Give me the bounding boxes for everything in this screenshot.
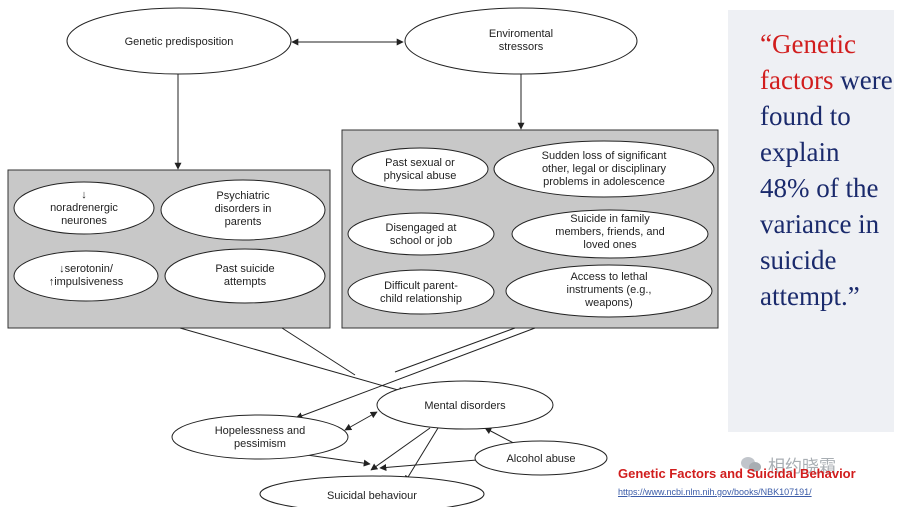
node-environmental-stressors bbox=[404, 7, 638, 75]
node-label-line: Suicidal behaviour bbox=[327, 490, 417, 502]
line-bio-to-mental bbox=[281, 327, 356, 376]
node-label-line: other, legal or disciplinary bbox=[542, 163, 667, 175]
node-label-line: members, friends, and bbox=[555, 226, 664, 238]
arrow-hopeless-suicidal bbox=[299, 453, 371, 467]
node-label-line: Hopelessness and bbox=[215, 425, 306, 437]
node-serotonin-impulsiveness bbox=[13, 250, 159, 302]
node-sudden-loss bbox=[493, 140, 715, 198]
line-env-to-hopeless bbox=[394, 327, 516, 373]
label-parent-child: Difficult parent-child relationship bbox=[380, 280, 462, 305]
arrow-mental-suicidal-1 bbox=[370, 427, 431, 471]
node-label-line: Disengaged at bbox=[386, 222, 457, 234]
label-serotonin-impulsiveness: ↓serotonin/↑impulsiveness bbox=[49, 263, 124, 288]
line-bio-to-hopeless bbox=[179, 327, 406, 394]
reference-title: Genetic Factors and Suicidal Behavior bbox=[618, 466, 856, 481]
node-past-suicide-attempts bbox=[164, 248, 326, 304]
node-label-line: attempts bbox=[224, 276, 267, 288]
node-label-line: pessimism bbox=[234, 438, 286, 450]
node-parent-child bbox=[347, 269, 495, 315]
node-label-line: noradrenergic bbox=[50, 202, 118, 214]
node-label-line: Suicide in family bbox=[570, 213, 650, 225]
node-label-line: Sudden loss of significant bbox=[542, 150, 667, 162]
node-label-line: Psychiatric bbox=[216, 190, 270, 202]
node-genetic-predisposition bbox=[66, 7, 292, 75]
node-label-line: Past suicide bbox=[215, 263, 274, 275]
node-label-line: loved ones bbox=[583, 239, 637, 251]
quote-highlight: “Genetic factors bbox=[760, 29, 856, 95]
node-label-line: ↑impulsiveness bbox=[49, 276, 124, 288]
node-psychiatric-disorders-parents bbox=[160, 179, 326, 241]
node-label-line: ↓ bbox=[81, 189, 87, 201]
line-env-to-mental bbox=[295, 327, 536, 420]
node-disengaged bbox=[347, 212, 495, 256]
node-label-line: Enviromental bbox=[489, 28, 553, 40]
watermark-text: 相约晓霜 bbox=[768, 457, 836, 477]
label-alcohol-abuse: Alcohol abuse bbox=[506, 453, 575, 465]
arrow-mental-suicidal-2 bbox=[404, 427, 439, 483]
node-lethal-instruments bbox=[505, 264, 713, 318]
node-label-line: parents bbox=[225, 216, 262, 228]
node-label-line: neurones bbox=[61, 215, 107, 227]
label-mental-disorders: Mental disorders bbox=[424, 400, 506, 412]
label-suicidal-behaviour: Suicidal behaviour bbox=[327, 490, 417, 502]
node-label-line: child relationship bbox=[380, 293, 462, 305]
node-label-line: school or job bbox=[390, 235, 452, 247]
node-noradrenergic-neurones bbox=[13, 181, 155, 235]
node-mental-disorders bbox=[376, 380, 554, 430]
node-alcohol-abuse bbox=[474, 440, 608, 476]
node-label-line: Past sexual or bbox=[385, 157, 455, 169]
node-past-abuse bbox=[351, 147, 489, 191]
quote-panel bbox=[728, 10, 894, 432]
quote-text: “Genetic factors were found to explain 4… bbox=[760, 26, 895, 314]
label-genetic-predisposition: Genetic predisposition bbox=[125, 36, 234, 48]
node-hopelessness-pessimism bbox=[171, 414, 349, 460]
node-label-line: disorders in bbox=[215, 203, 272, 215]
node-label-line: instruments (e.g., bbox=[567, 284, 652, 296]
node-suicide-in-family bbox=[511, 209, 709, 259]
node-suicidal-behaviour bbox=[259, 475, 485, 507]
node-label-line: stressors bbox=[499, 41, 544, 53]
node-label-line: Genetic predisposition bbox=[125, 36, 234, 48]
node-label-line: Mental disorders bbox=[424, 400, 506, 412]
node-label-line: weapons) bbox=[584, 297, 633, 309]
node-label-line: ↓serotonin/ bbox=[59, 263, 114, 275]
watermark: 相约晓霜 bbox=[740, 452, 836, 477]
chat-bubbles-icon bbox=[740, 456, 762, 474]
node-label-line: Access to lethal bbox=[570, 271, 647, 283]
quote-rest: were found to explain 48% of the varianc… bbox=[760, 65, 893, 311]
node-label-line: physical abuse bbox=[384, 170, 457, 182]
node-label-line: problems in adolescence bbox=[543, 176, 665, 188]
node-label-line: Alcohol abuse bbox=[506, 453, 575, 465]
reference-link[interactable]: https://www.ncbi.nlm.nih.gov/books/NBK10… bbox=[618, 487, 812, 497]
arrow-mental-hopeless bbox=[344, 411, 378, 431]
node-label-line: Difficult parent- bbox=[384, 280, 458, 292]
arrow-alcohol-suicidal bbox=[379, 459, 478, 471]
